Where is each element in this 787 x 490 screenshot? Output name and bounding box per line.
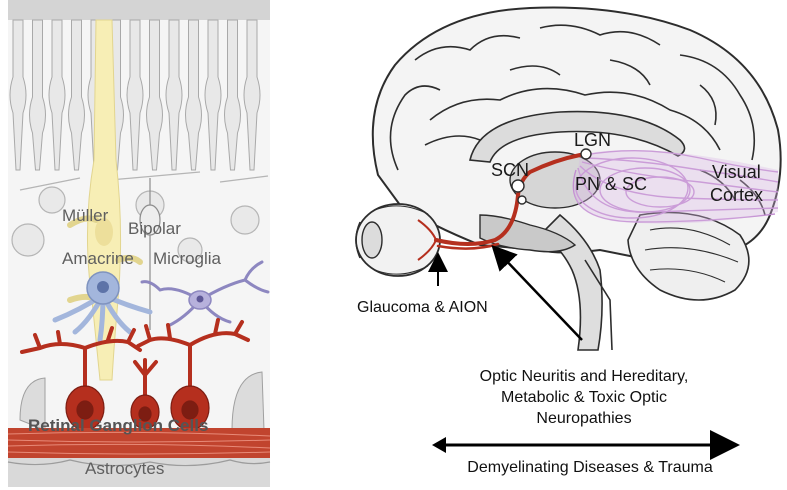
rgc-label: Retinal Ganglion Cells xyxy=(28,416,208,435)
pretectal-nucleus xyxy=(517,195,527,205)
visual-cortex-label-1: Visual xyxy=(712,162,761,182)
disease-annotations: Glaucoma & AION Optic Neuritis and Hered… xyxy=(357,244,740,476)
retinal-ganglion-cells xyxy=(20,318,250,431)
radiation-fill xyxy=(573,150,778,224)
demyelinating-label: Demyelinating Diseases & Trauma xyxy=(467,459,713,476)
photoreceptor-cell xyxy=(9,19,27,171)
optic-radiations xyxy=(572,149,779,223)
brainstem-lower xyxy=(584,259,613,351)
nuclei xyxy=(511,148,592,205)
cerebellum xyxy=(627,211,750,301)
photoreceptor-cell xyxy=(126,19,144,171)
photoreceptor-cell xyxy=(68,19,85,171)
cerebellum-folia xyxy=(644,227,739,283)
glaucoma-label: Glaucoma & AION xyxy=(357,299,488,316)
pn-sc-label: PN & SC xyxy=(575,174,647,194)
brain-panel: LGN SCN PN & SC Visual Cortex xyxy=(355,6,782,351)
brainstem xyxy=(538,213,603,351)
photoreceptor-cell xyxy=(29,19,46,171)
retina-panel: Müller Bipolar Amacrine Microglia Retina… xyxy=(7,0,271,487)
lgn-label: LGN xyxy=(574,130,611,150)
photoreceptor-cell xyxy=(165,19,183,171)
amacrine-label: Amacrine xyxy=(62,249,134,268)
optic-neuritis-line-1: Optic Neuritis and Hereditary, xyxy=(480,368,689,385)
cerebral-gyri xyxy=(389,24,766,216)
photoreceptor-cell xyxy=(224,19,241,171)
photoreceptor-cell xyxy=(48,19,66,171)
muller-label: Müller xyxy=(62,206,109,225)
corpus-callosum xyxy=(469,110,686,163)
optic-neuritis-line-2: Metabolic & Toxic Optic xyxy=(501,389,667,406)
photoreceptor-cell xyxy=(146,19,163,171)
microglia-cell xyxy=(140,260,270,328)
astrocyte-layer xyxy=(8,458,270,487)
bipolar-label: Bipolar xyxy=(128,219,181,238)
double-arrow-left-head xyxy=(432,437,446,453)
astrocytes-label: Astrocytes xyxy=(85,459,164,478)
photoreceptor-cell xyxy=(185,19,202,171)
microglia-label: Microglia xyxy=(153,249,222,268)
retina-top-band xyxy=(8,0,270,20)
visual-cortex-label-2: Cortex xyxy=(710,185,763,205)
optic-neuritis-line-3: Neuropathies xyxy=(536,410,631,427)
photoreceptor-cell xyxy=(243,19,261,171)
double-arrow-right-head xyxy=(719,437,733,453)
scn-nucleus xyxy=(511,179,525,193)
amacrine-cell xyxy=(52,271,153,343)
scn-label: SCN xyxy=(491,160,529,180)
photoreceptor-cell xyxy=(204,19,222,171)
displaced-cells xyxy=(19,371,265,431)
eye xyxy=(355,203,441,277)
optic-neuritis-arrow xyxy=(491,244,583,341)
nerve-fiber-layer xyxy=(7,428,271,458)
lgn-nucleus xyxy=(580,148,592,160)
